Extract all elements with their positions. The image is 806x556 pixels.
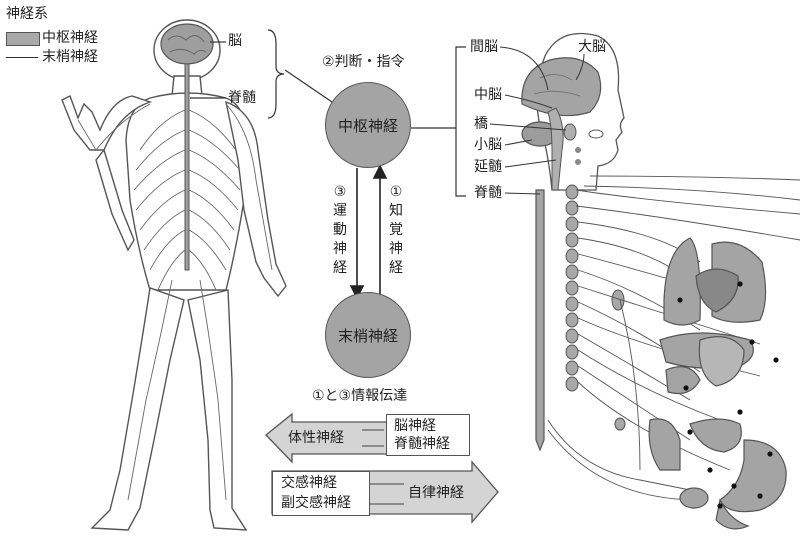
brain-part-pointers: [0, 0, 806, 556]
